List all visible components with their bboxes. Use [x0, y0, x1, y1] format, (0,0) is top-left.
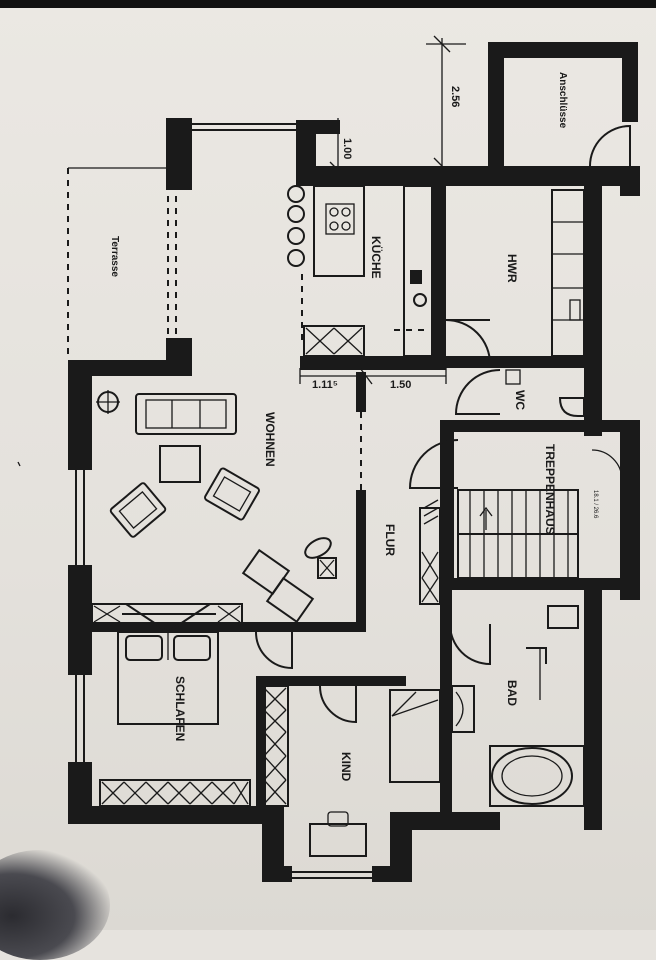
top-edge-shadow: [0, 0, 656, 8]
terrasse-label: Terrasse: [109, 236, 120, 277]
anschluesse-door: [589, 124, 631, 167]
dim-1-115: 1.11⁵: [312, 379, 338, 391]
hwr-fixtures: [445, 189, 585, 365]
photo-background: [0, 0, 656, 930]
stair-note: 18.1 / 26.6: [592, 490, 598, 519]
bad-label: BAD: [505, 680, 519, 706]
dim-2-56: 2.56: [449, 86, 461, 107]
bathroom-fixtures: [451, 605, 585, 807]
terrace: [67, 167, 177, 360]
dim-1-50: 1.50: [390, 379, 411, 391]
floor-plan: Terrasse 2.56 1.00 1.11⁵ 1.50 Anschlüsse: [17, 35, 640, 882]
kueche-label: KÜCHE: [369, 236, 384, 279]
stray-mark: [17, 461, 21, 467]
bedroom-furniture: [91, 603, 251, 807]
treppenhaus-label: TREPPENHAUS: [543, 444, 557, 535]
wc-label: WC: [513, 390, 527, 410]
staircase: [408, 439, 623, 579]
kind-furniture: [261, 685, 441, 857]
windows: [75, 123, 635, 879]
dim-1-00: 1.00: [341, 138, 353, 159]
kind-label: KIND: [339, 752, 353, 782]
kitchen-fixtures: [287, 185, 433, 357]
wohnen-label: WOHNEN: [263, 412, 277, 467]
dimension-lines: [299, 35, 466, 385]
wc-fixtures: [454, 369, 585, 417]
hwr-label: HWR: [505, 254, 519, 283]
living-furniture: [96, 390, 337, 670]
schlafen-label: SCHLAFEN: [173, 676, 187, 741]
flur-label: FLUR: [383, 524, 397, 556]
flur-fixtures: [360, 412, 491, 666]
anschluesse-label: Anschlüsse: [557, 72, 568, 129]
